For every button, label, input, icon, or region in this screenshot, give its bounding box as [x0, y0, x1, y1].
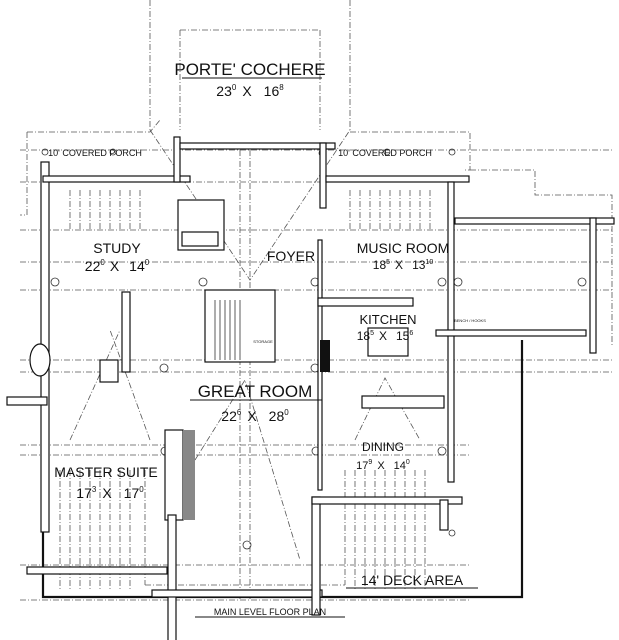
- svg-text:GREAT ROOM: GREAT ROOM: [198, 382, 313, 401]
- deck-label: 14' DECK AREA: [346, 572, 478, 589]
- svg-text:KITCHEN: KITCHEN: [359, 312, 416, 327]
- storage-label: STORAGE: [253, 339, 273, 344]
- svg-text:DINING: DINING: [362, 440, 404, 454]
- foyer-label: FOYER: [267, 248, 315, 264]
- bench-hooks-label: BENCH / HOOKS: [454, 318, 486, 323]
- porch-right-label: 10' COVERED PORCH: [338, 148, 432, 158]
- svg-text:MUSIC ROOM: MUSIC ROOM: [357, 240, 450, 256]
- walls: [6, 136, 615, 640]
- plan-title: MAIN LEVEL FLOOR PLAN: [195, 607, 345, 618]
- svg-text:STUDY: STUDY: [93, 240, 141, 256]
- svg-text:MAIN LEVEL FLOOR PLAN: MAIN LEVEL FLOOR PLAN: [214, 607, 326, 617]
- roof-outlines: [20, 0, 613, 601]
- svg-text:MASTER SUITE: MASTER SUITE: [54, 464, 157, 480]
- porch-left-label: 10' COVERED PORCH: [48, 148, 142, 158]
- svg-text:PORTE' COCHERE: PORTE' COCHERE: [174, 60, 325, 79]
- svg-text:14' DECK AREA: 14' DECK AREA: [361, 572, 464, 588]
